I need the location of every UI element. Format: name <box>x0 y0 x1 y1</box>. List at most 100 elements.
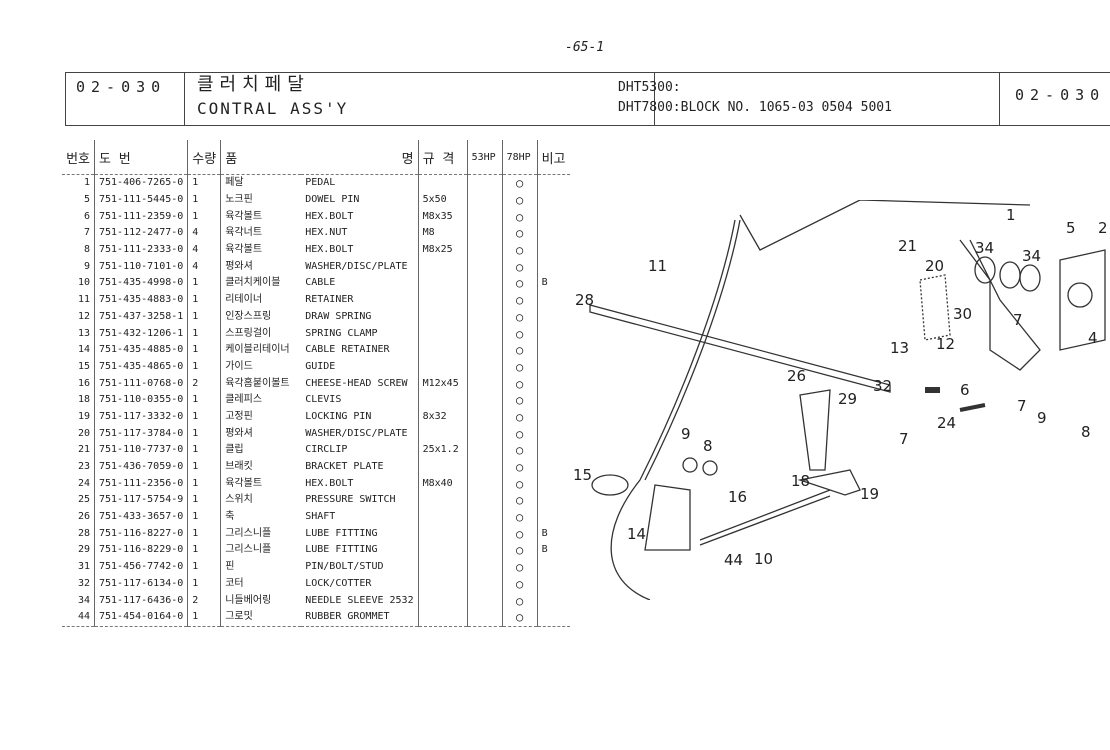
hp53 <box>466 258 503 276</box>
name-korean: 그로밋 <box>220 608 302 627</box>
item-number: 26 <box>77 511 90 523</box>
item-number: 23 <box>77 461 90 473</box>
name-english: PEDAL <box>305 177 336 189</box>
name-korean: 육각볼트 <box>220 208 302 226</box>
hp78: ○ <box>501 391 538 409</box>
bushing <box>1019 264 1041 292</box>
callout-label: 8 <box>703 437 713 455</box>
spec <box>417 174 468 192</box>
column-header: 비고 <box>536 140 570 175</box>
quantity: 1 <box>187 174 221 192</box>
section-code-right: 02-030 <box>1015 86 1106 104</box>
remark: B <box>536 525 570 543</box>
callout-label: 15 <box>573 466 593 484</box>
remark <box>536 442 570 459</box>
callout-label: 7 <box>1013 311 1023 329</box>
callout-label: 19 <box>860 485 880 503</box>
column-header: 도 번 <box>93 140 188 175</box>
lever-drawing <box>799 389 831 471</box>
item-number: 20 <box>77 427 90 439</box>
hp53 <box>466 408 503 426</box>
remark <box>536 592 570 609</box>
hp53 <box>466 241 503 259</box>
name-english: CHEESE-HEAD SCREW <box>305 377 408 389</box>
bushing <box>999 261 1021 289</box>
name-korean: 페달 <box>220 174 302 192</box>
part-number: 751-117-3332-0 <box>93 408 188 426</box>
hp78: ○ <box>501 542 538 559</box>
hp53 <box>466 358 503 376</box>
name-korean: 코터 <box>220 575 302 593</box>
name-korean: 스프링걸이 <box>220 325 302 342</box>
part-number: 751-435-4998-0 <box>93 275 188 292</box>
hp78: ○ <box>501 358 538 376</box>
spec: M12x45 <box>417 375 468 392</box>
quantity: 2 <box>187 592 221 609</box>
hp78: ○ <box>501 408 538 426</box>
remark <box>536 308 570 326</box>
quantity: 1 <box>187 492 221 509</box>
header-cell-model <box>654 73 1000 125</box>
remark <box>536 375 570 392</box>
item-number: 9 <box>83 260 90 272</box>
part-number: 751-117-3784-0 <box>93 425 188 442</box>
quantity: 1 <box>187 575 221 593</box>
spec <box>417 542 468 559</box>
callout-label: 34 <box>1022 247 1042 265</box>
quantity: 1 <box>187 208 221 226</box>
part-number: 751-117-6436-0 <box>93 592 188 609</box>
quantity: 4 <box>187 258 221 276</box>
remark <box>536 492 570 509</box>
hp53 <box>466 542 503 559</box>
spec: M8x35 <box>417 208 468 226</box>
item-number: 1 <box>83 177 90 189</box>
section-code: 02-030 <box>76 78 167 96</box>
spec: M8x40 <box>417 475 468 493</box>
callout-label: 9 <box>681 425 691 443</box>
remark <box>536 508 570 526</box>
name-english: LUBE FITTING <box>305 544 378 556</box>
remark <box>536 241 570 259</box>
quantity: 1 <box>187 608 221 627</box>
hp53 <box>466 575 503 593</box>
quantity: 1 <box>187 425 221 442</box>
page-number: -65-1 <box>565 40 605 55</box>
item-number: 44 <box>62 608 95 627</box>
column-header: 번호 <box>62 140 95 175</box>
part-number: 751-116-8229-0 <box>93 542 188 559</box>
part-number: 751-433-3657-0 <box>93 508 188 526</box>
remark: B <box>536 275 570 292</box>
remark <box>536 408 570 426</box>
quantity: 1 <box>187 191 221 209</box>
spec <box>417 575 468 593</box>
name-english: BRACKET PLATE <box>305 461 384 473</box>
hp53 <box>466 375 503 392</box>
leader-line <box>739 200 1031 251</box>
column-header: 명 <box>301 140 419 175</box>
hp53 <box>466 592 503 609</box>
item-number: 15 <box>77 360 90 372</box>
quantity: 1 <box>187 525 221 543</box>
hp53 <box>466 341 503 359</box>
hp78: ○ <box>501 558 538 576</box>
model-line-2: DHT7800:BLOCK NO. 1065-03 0504 5001 <box>618 100 892 115</box>
cable-drawing <box>610 219 736 600</box>
hp78: ○ <box>501 442 538 459</box>
item-number: 32 <box>77 577 90 589</box>
hp53 <box>466 191 503 209</box>
name-korean: 평와셔 <box>220 425 302 442</box>
name-korean: 축 <box>220 508 302 526</box>
item-number: 8 <box>83 244 90 256</box>
callout-label: 1 <box>1006 206 1016 224</box>
callout-label: 32 <box>873 377 893 395</box>
spec <box>417 258 468 276</box>
callout-label: 5 <box>1066 219 1076 237</box>
